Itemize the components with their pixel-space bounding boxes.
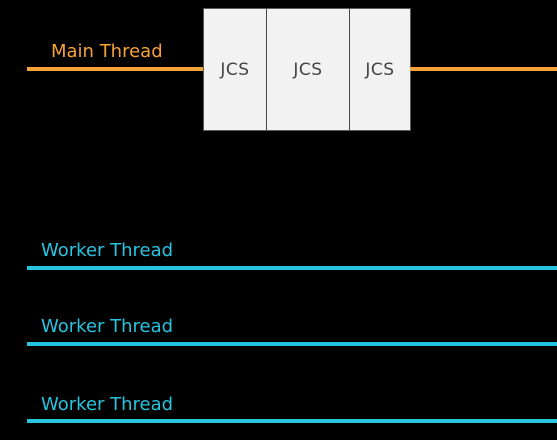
main-thread-line-right — [410, 67, 557, 71]
main-thread-line-left — [27, 67, 204, 71]
jcs-task-2: JCS — [267, 9, 350, 130]
worker-thread-2-line — [27, 342, 557, 346]
jcs-task-group: JCS JCS JCS — [203, 8, 411, 131]
worker-thread-2-label: Worker Thread — [41, 316, 174, 337]
jcs-task-3: JCS — [350, 9, 410, 130]
worker-thread-1-line — [27, 266, 557, 270]
worker-thread-1-label: Worker Thread — [41, 240, 174, 261]
jcs-task-1: JCS — [204, 9, 267, 130]
worker-thread-3-label: Worker Thread — [41, 394, 174, 415]
worker-thread-3-line — [27, 419, 557, 423]
main-thread-label: Main Thread — [51, 41, 163, 62]
